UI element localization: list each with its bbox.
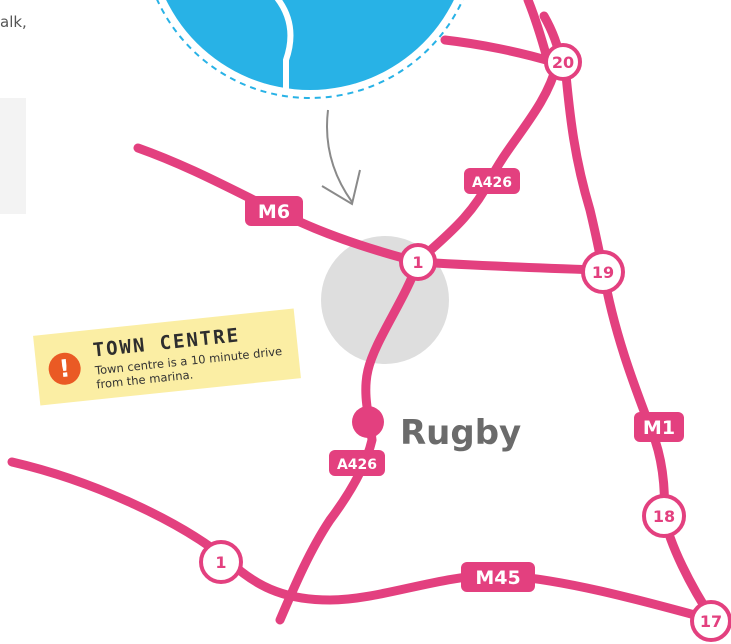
marina-water bbox=[166, 0, 454, 90]
a426-north-road-label-text: A426 bbox=[472, 175, 512, 191]
junction-19: 19 bbox=[581, 250, 625, 294]
m1-road bbox=[598, 265, 718, 625]
road-j20-west bbox=[440, 35, 558, 67]
m45-road-label-text: M45 bbox=[475, 567, 520, 589]
rugby-town-label: Rugby bbox=[400, 413, 521, 453]
marina-pointer-arrow bbox=[321, 109, 361, 206]
junction-1-top: 1 bbox=[399, 243, 437, 281]
junction-17-label: 17 bbox=[700, 612, 722, 631]
junction-17: 17 bbox=[690, 600, 731, 642]
road-network bbox=[7, 0, 718, 625]
j1-to-j19-road bbox=[413, 257, 605, 275]
m45-road-label: M45 bbox=[461, 562, 535, 592]
junction-1-top-label: 1 bbox=[412, 253, 423, 272]
junction-18: 18 bbox=[642, 494, 686, 538]
m1-road-label: M1 bbox=[634, 412, 684, 442]
alert-icon: ! bbox=[47, 351, 83, 387]
a426-south-road bbox=[275, 257, 423, 625]
intro-text-fragment: alk, bbox=[0, 13, 27, 31]
a426-south-road-label-text: A426 bbox=[337, 457, 377, 473]
a426-north-road bbox=[413, 59, 562, 267]
junction-20-label: 20 bbox=[552, 53, 574, 72]
info-box bbox=[0, 98, 26, 214]
junction-1-bottom-label: 1 bbox=[215, 553, 226, 572]
junction-1-bottom: 1 bbox=[199, 540, 243, 584]
m6-road-label: M6 bbox=[245, 196, 303, 226]
m1-road-label-text: M1 bbox=[643, 417, 675, 439]
road-j20-north-b bbox=[523, 0, 552, 63]
a426-south-road-label: A426 bbox=[329, 450, 385, 476]
junction-20: 20 bbox=[544, 43, 582, 81]
junction-18-label: 18 bbox=[653, 507, 675, 526]
a426-north-road-label: A426 bbox=[464, 168, 520, 194]
marina-channel bbox=[274, 0, 294, 90]
junction-19-label: 19 bbox=[592, 263, 614, 282]
rugby-town-marker bbox=[352, 406, 384, 438]
m1-north-road bbox=[560, 59, 608, 275]
marina-area bbox=[156, 0, 464, 99]
m45-road bbox=[7, 457, 718, 625]
m6-road-label-text: M6 bbox=[258, 201, 290, 223]
